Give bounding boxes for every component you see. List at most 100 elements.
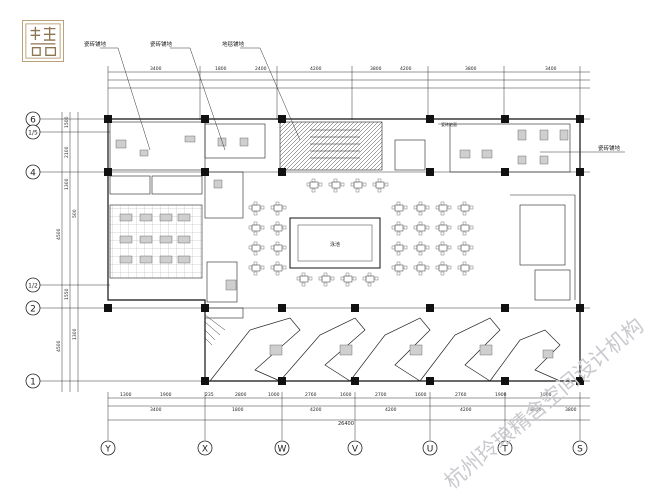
svg-text:1600: 1600 <box>340 392 352 398</box>
dining-chair <box>275 271 280 276</box>
dim-top-7: 3800 <box>465 66 477 72</box>
dining-table <box>365 275 375 283</box>
svg-text:1800: 1800 <box>232 407 244 413</box>
svg-text:2760: 2760 <box>305 392 317 398</box>
watermark-text: 杭州玲琅精舍空间设计机构 <box>440 313 648 493</box>
dining-chair <box>462 221 467 226</box>
left-dimension-chain <box>61 112 79 392</box>
dining-table <box>353 181 363 189</box>
lift-shaft <box>394 139 426 171</box>
dining-chair <box>462 211 467 216</box>
dining-chair <box>270 205 275 210</box>
dining-chair <box>275 211 280 216</box>
dining-chair <box>447 245 452 250</box>
axis-col-v: V <box>352 445 359 455</box>
dining-table <box>251 264 261 272</box>
annotation-labels: 瓷砖铺地 瓷砖铺地 地毯铺地 瓷砖铺地 瓷砖地面 <box>84 40 621 152</box>
dining-chair <box>403 225 408 230</box>
dining-chair <box>248 265 253 270</box>
dining-chair <box>396 231 401 236</box>
dining-chair <box>462 201 467 206</box>
dining-chair <box>447 265 452 270</box>
svg-text:2800: 2800 <box>235 392 247 398</box>
dining-chair <box>469 225 474 230</box>
dim-total: 26400 <box>338 421 354 427</box>
dining-chair <box>323 282 328 287</box>
dining-chair <box>253 211 258 216</box>
dining-chair <box>275 251 280 256</box>
vertical-grid-axes <box>107 392 581 440</box>
dining-chair <box>260 225 265 230</box>
dining-table <box>438 244 448 252</box>
dining-chair <box>391 225 396 230</box>
top-dimension-chain <box>107 66 590 120</box>
dining-table <box>438 204 448 212</box>
dining-table <box>273 204 283 212</box>
dim-top-6: 4200 <box>400 66 412 72</box>
dining-chair <box>311 178 316 183</box>
dining-chair <box>413 265 418 270</box>
dining-chair <box>425 205 430 210</box>
dining-table <box>438 264 448 272</box>
dining-chair <box>260 265 265 270</box>
dining-chair <box>413 245 418 250</box>
column-axis-bubbles: Y X W V U T S <box>100 440 588 456</box>
axis-col-x: X <box>202 445 208 455</box>
left-room-fixtures <box>115 135 249 291</box>
dining-table <box>416 224 426 232</box>
dining-chair <box>374 276 379 281</box>
logo-seal <box>22 20 64 62</box>
dining-chair <box>457 205 462 210</box>
dining-chair <box>311 188 316 193</box>
dining-chair <box>253 261 258 266</box>
dining-chair <box>301 282 306 287</box>
dining-table <box>438 224 448 232</box>
axis-row-6: 6 <box>30 116 36 126</box>
svg-text:1000: 1000 <box>540 392 552 398</box>
dining-chair <box>413 225 418 230</box>
lower-left-stair <box>204 314 226 346</box>
dining-chair <box>469 245 474 250</box>
dining-chair <box>308 276 313 281</box>
dining-table <box>394 224 404 232</box>
dining-chair <box>425 265 430 270</box>
dining-table <box>460 204 470 212</box>
dining-chair <box>367 272 372 277</box>
dining-chair <box>447 225 452 230</box>
pool-label: 泳池 <box>330 241 340 248</box>
dining-chair <box>367 282 372 287</box>
svg-text:4200: 4200 <box>460 407 472 413</box>
dining-table <box>460 264 470 272</box>
axis-col-s: S <box>577 445 583 455</box>
pool-outline <box>289 217 381 269</box>
dining-chair <box>440 271 445 276</box>
dining-chair <box>282 205 287 210</box>
dining-chair <box>440 261 445 266</box>
dim-top-3: 2400 <box>255 66 267 72</box>
svg-text:1300: 1300 <box>120 392 132 398</box>
dining-chair <box>440 251 445 256</box>
bottom-dimension-chain <box>108 397 590 421</box>
angled-booths <box>209 317 561 382</box>
left-dimension-labels: 1500 2100 1300 500 4500 1550 1300 4500 <box>56 116 78 352</box>
dining-chair <box>355 178 360 183</box>
label-tile-floor-right: 瓷砖铺地 <box>598 144 621 152</box>
dining-table <box>343 275 353 283</box>
dining-table <box>460 244 470 252</box>
label-tile-floor-left-top: 瓷砖铺地 <box>84 40 107 48</box>
dining-chair <box>435 225 440 230</box>
dining-table <box>375 181 385 189</box>
dining-table <box>416 244 426 252</box>
axis-col-w: W <box>278 445 287 455</box>
dining-chair <box>418 261 423 266</box>
pool-inner-edge <box>297 224 373 262</box>
dining-chair <box>462 241 467 246</box>
dining-chair <box>413 205 418 210</box>
dining-table <box>309 181 319 189</box>
dining-chair <box>275 261 280 266</box>
svg-text:1500: 1500 <box>64 116 70 128</box>
dining-chair <box>362 276 367 281</box>
dining-chair <box>260 245 265 250</box>
svg-text:2100: 2100 <box>64 146 70 158</box>
